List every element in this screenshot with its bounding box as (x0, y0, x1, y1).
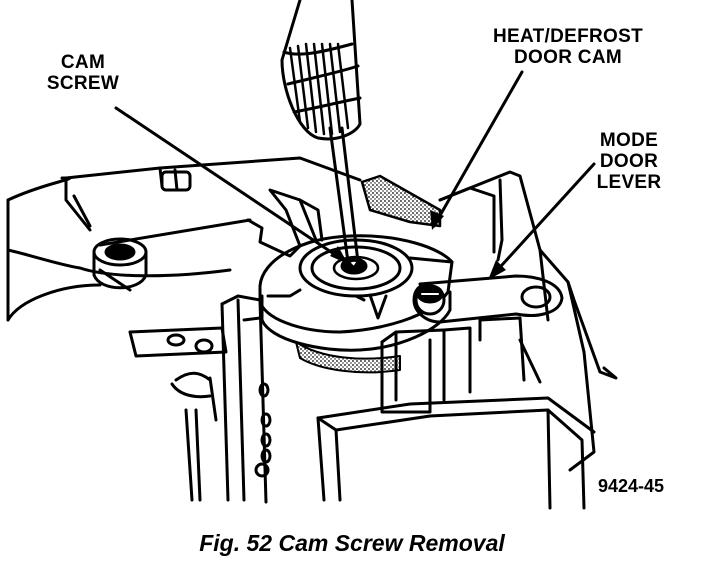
figure-caption: Fig. 52 Cam Screw Removal (199, 530, 505, 556)
mode-door-lever-label: MODE DOOR LEVER (574, 130, 684, 193)
mode-door-lever-arrowhead (488, 260, 506, 280)
figure-id: 9424-45 (598, 476, 665, 496)
mode-door-lever-leader (490, 162, 596, 278)
leader-arrowheads (330, 210, 506, 280)
cam-screw-arrowhead (330, 246, 348, 264)
housing-top-plate (64, 156, 362, 292)
mode-door-lever-label-line-1: MODE (599, 130, 659, 151)
housing-right-walls (438, 170, 618, 472)
mode-door-lever (412, 274, 564, 324)
clip-bracket (246, 188, 324, 258)
heat-defrost-door-cam-label: HEAT/DEFROST DOOR CAM (478, 26, 658, 68)
heat-defrost-cam-leader (432, 70, 524, 228)
screwdriver (280, 0, 362, 270)
cam-screw-leader (114, 106, 348, 264)
cam-screw-label: CAM SCREW (38, 52, 128, 94)
cam-screw-label-line-1: CAM (60, 52, 106, 73)
mode-door-lever-label-line-3: LEVER (596, 172, 662, 193)
heat-defrost-label-line-1: HEAT/DEFROST (493, 26, 643, 47)
lower-housing-box (316, 396, 596, 510)
mounting-post (92, 237, 148, 290)
heat-defrost-door-cam (258, 234, 454, 374)
mounting-strap (128, 326, 228, 358)
heat-defrost-cam-arrowhead (430, 210, 444, 230)
shaded-duct (360, 174, 442, 228)
leader-lines (114, 70, 596, 278)
mode-door-lever-label-line-2: DOOR (599, 151, 659, 172)
heat-defrost-label-line-2: DOOR CAM (514, 47, 622, 68)
lower-panel-center (380, 316, 526, 414)
cam-screw-label-line-2: SCREW (46, 73, 120, 94)
